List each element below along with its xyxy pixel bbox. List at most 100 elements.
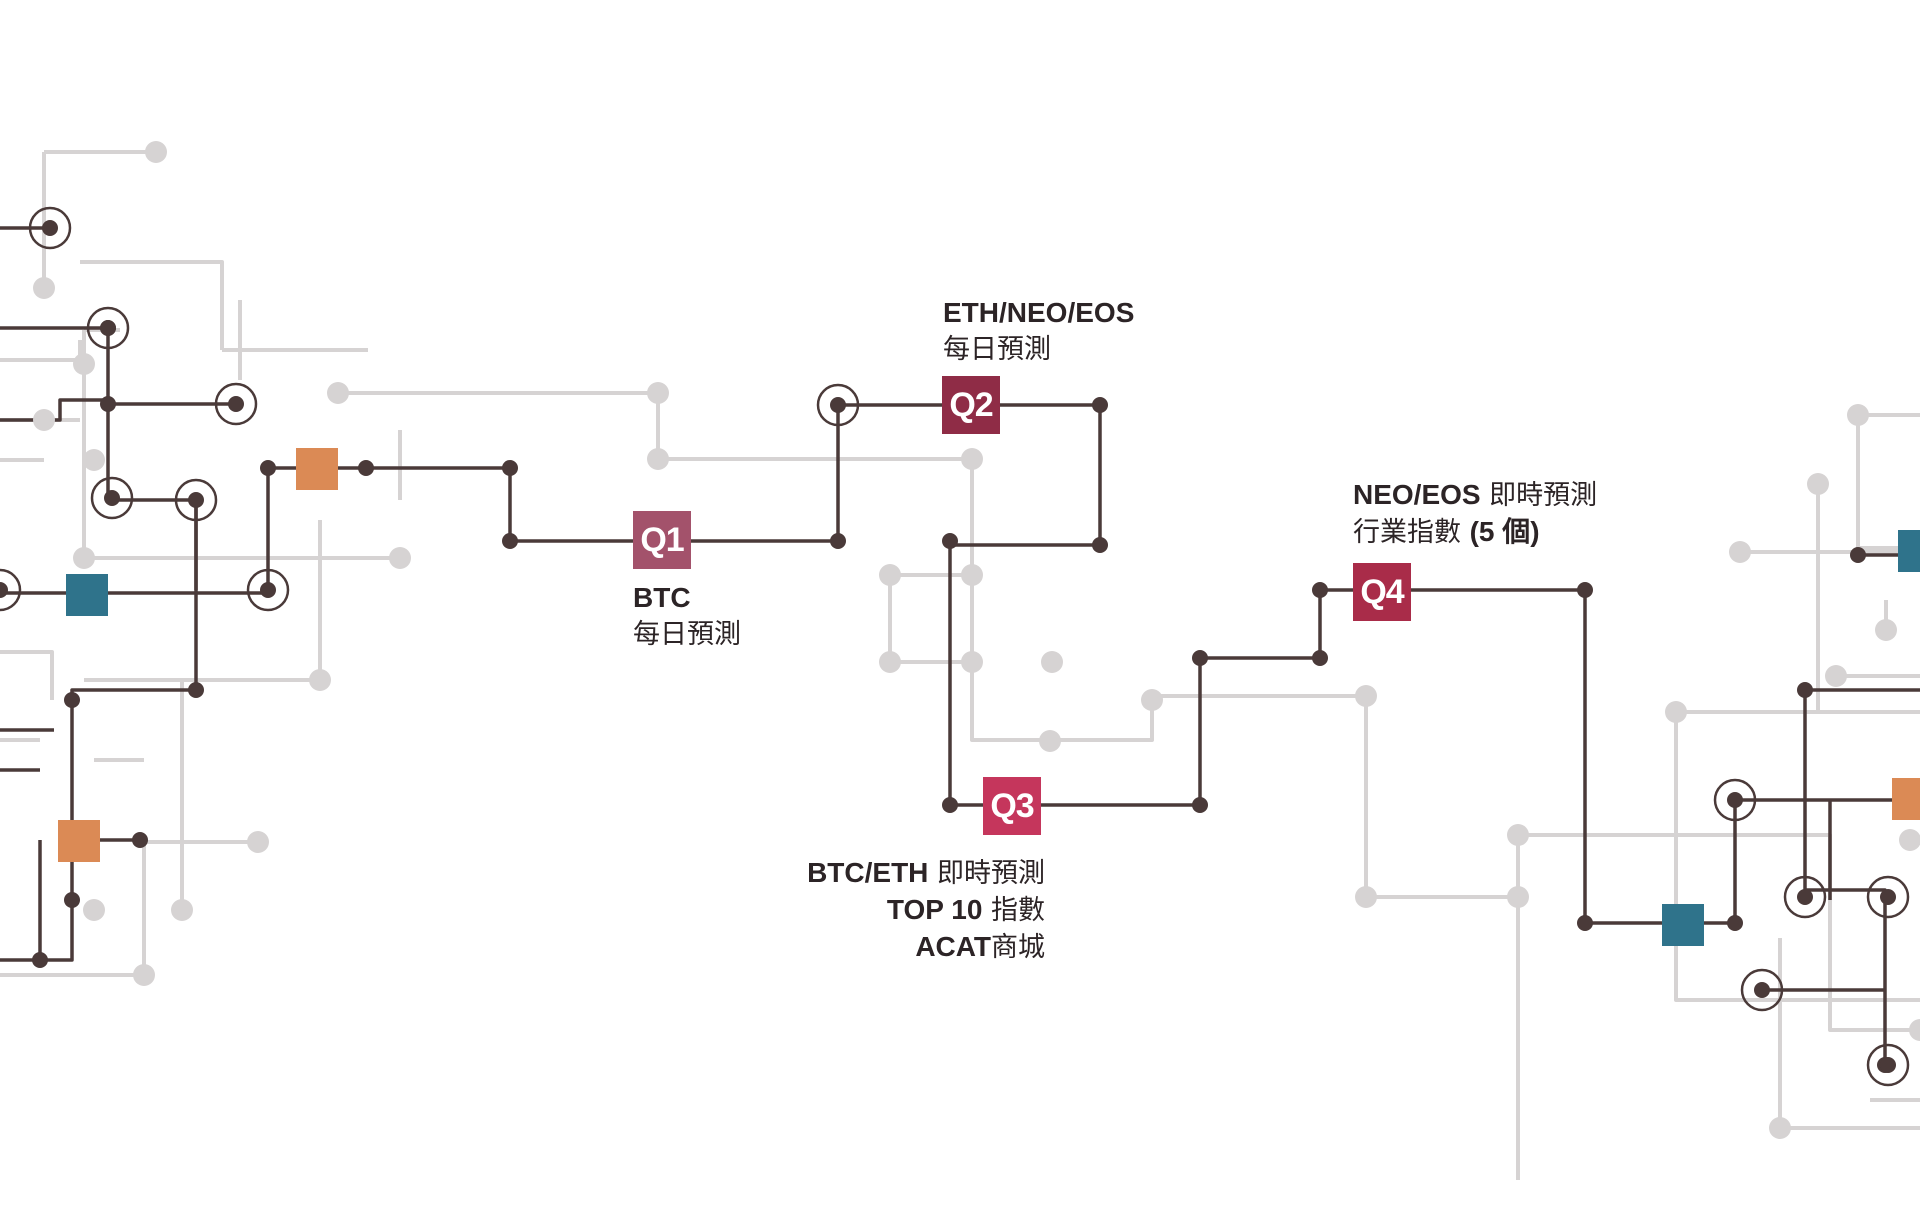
gray-node-27: [1909, 1019, 1920, 1041]
gray-node-34: [1039, 730, 1061, 752]
gray-trace-9: [1364, 696, 1518, 899]
ring-node-7: [1713, 778, 1757, 822]
gray-node-30: [83, 449, 105, 471]
milestone-q4-box: Q4: [1353, 563, 1411, 621]
gray-node-15: [1507, 824, 1529, 846]
main-node-18: [64, 892, 80, 908]
milestone-q1-box: Q1: [633, 511, 691, 569]
milestone-q2-description: ETH/NEO/EOS 每日預測: [943, 295, 1134, 368]
gray-node-12: [1141, 689, 1163, 711]
ring-node-10: [1740, 968, 1784, 1012]
ring-node-1-center: [100, 320, 116, 336]
main-node-4: [1092, 397, 1108, 413]
gray-node-19: [247, 831, 269, 853]
ring-node-5-center: [260, 582, 276, 598]
gray-node-8: [961, 564, 983, 586]
ring-node-6-center: [830, 397, 846, 413]
gray-node-23: [1847, 404, 1869, 426]
gray-node-0: [145, 141, 167, 163]
milestone-q1-description: BTC 每日預測: [633, 580, 741, 653]
gray-node-33: [1899, 829, 1920, 851]
q3-line-3: ACAT商城: [915, 931, 1045, 963]
gray-node-16: [1507, 886, 1529, 908]
milestone-q2-box: Q2: [942, 376, 1000, 434]
gray-node-11: [961, 651, 983, 673]
gray-node-6: [647, 448, 669, 470]
main-node-16: [64, 692, 80, 708]
ring-node-8: [1783, 875, 1827, 919]
gray-trace-2: [80, 260, 224, 350]
teal-node-2: [1662, 904, 1704, 946]
gray-trace-6: [888, 459, 974, 664]
gray-trace-27: [1674, 712, 1920, 1002]
gray-node-25: [1665, 701, 1687, 723]
gray-node-18: [309, 669, 331, 691]
main-node-9: [1192, 650, 1208, 666]
orange-node-2: [58, 820, 100, 862]
main-node-12: [1577, 582, 1593, 598]
circuit-nodes: [0, 141, 1920, 1139]
main-node-3: [830, 533, 846, 549]
main-trace-1: [266, 403, 1102, 593]
gray-node-20: [133, 964, 155, 986]
ring-node-11: [1866, 1043, 1910, 1087]
ring-node-3: [90, 476, 134, 520]
q3-line-2: TOP 10 指數: [886, 894, 1045, 926]
q3-line-1: BTC/ETH 即時預測: [807, 857, 1045, 889]
milestone-q4-label: Q4: [1360, 573, 1404, 611]
main-node-0: [358, 460, 374, 476]
gray-node-7: [961, 448, 983, 470]
main-node-17: [132, 832, 148, 848]
gray-node-3: [73, 547, 95, 569]
gray-node-5: [647, 382, 669, 404]
ring-node-2-center: [228, 396, 244, 412]
main-node-2: [502, 533, 518, 549]
gray-node-26: [1807, 473, 1829, 495]
ring-node-2: [214, 382, 258, 426]
main-node-13: [1577, 915, 1593, 931]
main-trace-15: [1803, 800, 1887, 1065]
main-node-5: [1092, 537, 1108, 553]
gray-node-31: [33, 409, 55, 431]
gray-node-29: [1875, 619, 1897, 641]
gray-node-21: [83, 899, 105, 921]
ring-node-0: [28, 206, 72, 250]
gray-node-32: [1825, 665, 1847, 687]
ring-node-12-center: [0, 582, 8, 598]
main-node-1: [502, 460, 518, 476]
main-node-25: [100, 396, 116, 412]
main-node-20: [1797, 682, 1813, 698]
teal-node-3: [1898, 530, 1920, 572]
main-node-10: [1312, 650, 1328, 666]
teal-node-1: [66, 574, 108, 616]
ring-node-8-center: [1797, 889, 1813, 905]
gray-node-9: [879, 564, 901, 586]
gray-node-1: [33, 277, 55, 299]
milestone-q2-label: Q2: [949, 386, 993, 424]
ring-node-4: [174, 478, 218, 522]
gray-trace-33: [0, 340, 82, 362]
gray-node-35: [1041, 651, 1063, 673]
ring-node-9-center: [1880, 889, 1896, 905]
ring-node-0-center: [42, 220, 58, 236]
gray-node-28: [1769, 1117, 1791, 1139]
gray-node-22: [171, 899, 193, 921]
ring-node-12: [0, 568, 22, 612]
q4-line-2: 行業指數 (5 個): [1353, 516, 1540, 548]
gray-node-13: [1355, 685, 1377, 707]
ring-node-11-center: [1880, 1057, 1896, 1073]
milestone-q3-description: BTC/ETH 即時預測 TOP 10 指數 ACAT商城: [807, 855, 1045, 966]
gray-node-24: [1729, 541, 1751, 563]
q1-line-2: 每日預測: [633, 619, 741, 650]
q2-line-1: ETH/NEO/EOS: [943, 297, 1135, 328]
orange-node-1: [296, 448, 338, 490]
main-trace-6: [0, 326, 110, 422]
gray-trace-20: [0, 650, 54, 700]
main-node-19: [32, 952, 48, 968]
ring-node-9: [1866, 875, 1910, 919]
gray-node-2: [73, 353, 95, 375]
main-trace-2: [948, 541, 1737, 925]
main-node-21: [1850, 547, 1866, 563]
